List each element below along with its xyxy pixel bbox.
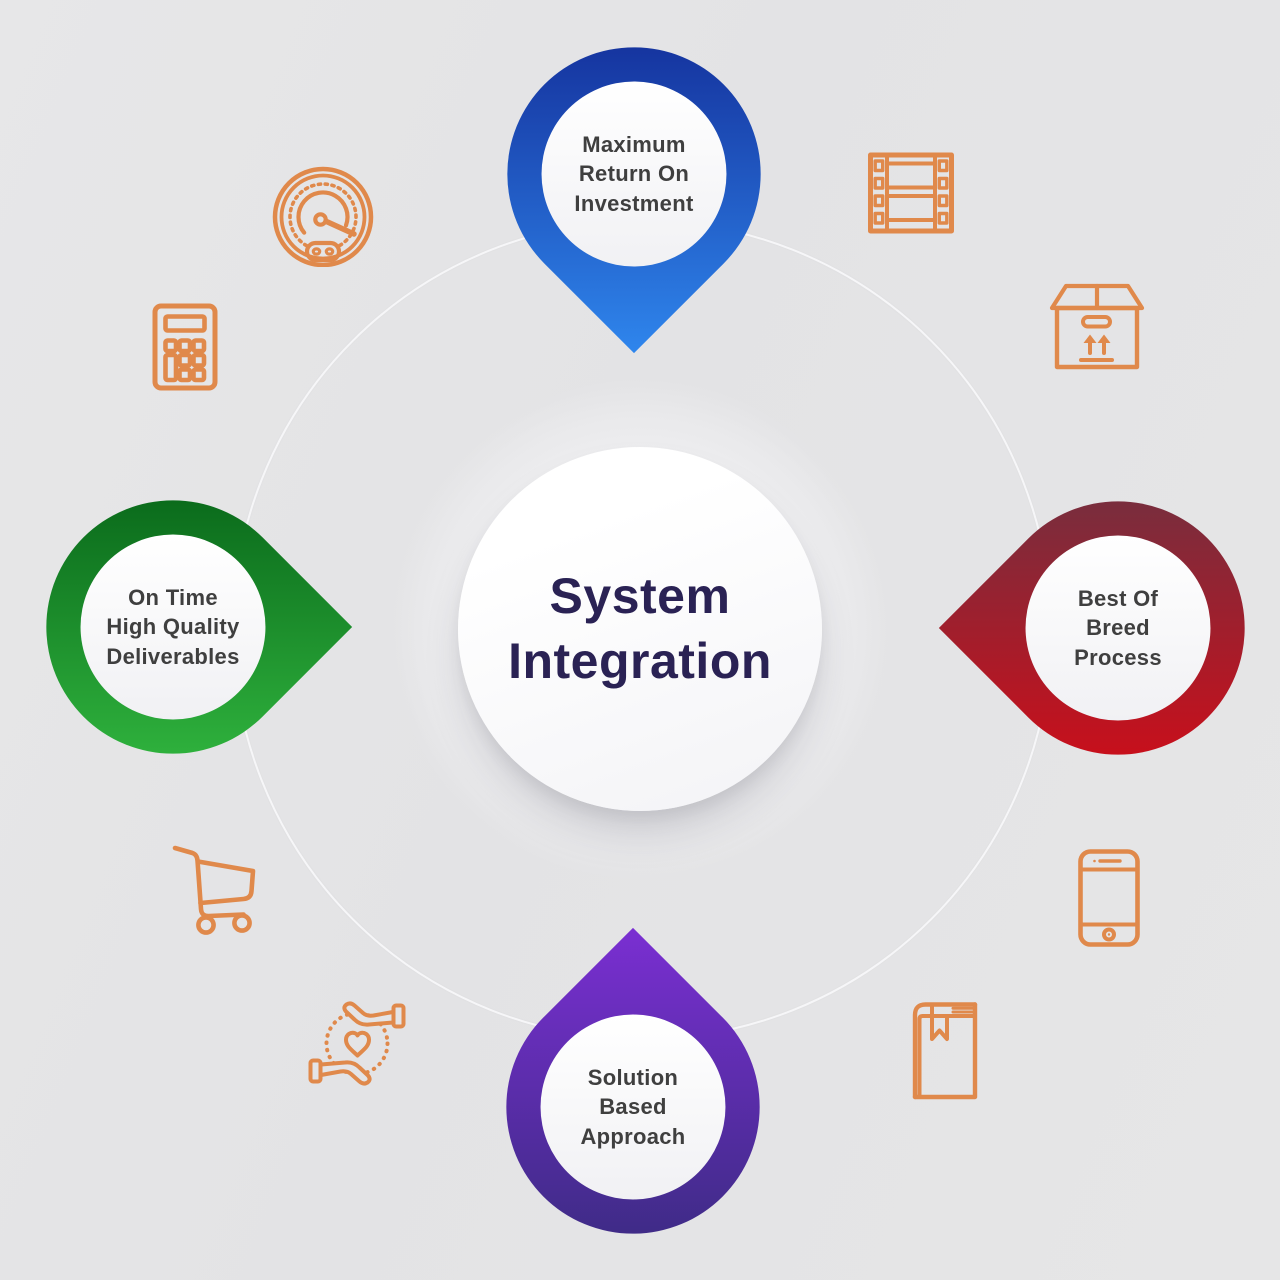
shipping-box-icon <box>1049 283 1145 370</box>
speedometer-outer-ring <box>272 166 374 267</box>
pin-label-left: On Time High Quality Deliverables <box>106 585 240 669</box>
speedometer-needle <box>323 218 357 237</box>
film-strip-icon <box>868 152 954 234</box>
speedometer-odometer <box>304 240 342 263</box>
speedometer-icon <box>272 166 374 267</box>
phone-body <box>1078 849 1140 947</box>
pin-bottom-solution <box>506 927 760 1234</box>
box-body <box>1054 305 1140 370</box>
hand-bottom-left <box>308 1058 372 1086</box>
pin-inner-circle <box>80 534 266 720</box>
calculator-icon <box>152 303 218 391</box>
dotted-circle <box>324 1011 390 1076</box>
pin-right-best-of-breed <box>938 501 1245 755</box>
box-arrowhead <box>1083 334 1097 343</box>
pin-top-roi <box>507 47 761 354</box>
speedometer-dial-arc <box>296 190 350 235</box>
hands-heart-icon <box>308 1001 406 1086</box>
speedometer-needle-pivot <box>313 212 328 227</box>
shopping-cart-icon <box>172 845 256 935</box>
box-arrowhead <box>1097 334 1111 343</box>
pin-label-top: Maximum Return On Investment <box>574 132 694 216</box>
cart-handle <box>172 845 246 919</box>
film-top-frame <box>885 161 937 190</box>
film-frame-outline <box>868 152 954 234</box>
pin-label-bottom: Solution Based Approach <box>580 1065 686 1149</box>
heart <box>344 1030 371 1058</box>
calculator-display <box>163 314 207 333</box>
hand-top-right <box>342 1001 406 1029</box>
film-bottom-frame <box>885 194 937 222</box>
cart-wheel <box>232 913 252 933</box>
book-cover <box>912 1002 978 1100</box>
box-label-slot <box>1081 315 1112 329</box>
phone-home-button <box>1102 927 1116 942</box>
book-bookmark <box>930 1003 949 1041</box>
calculator-body <box>152 303 218 391</box>
calculator-tall-key <box>163 352 179 383</box>
smartphone-icon <box>1078 849 1140 947</box>
book-spine <box>912 1002 978 1100</box>
cart-basket <box>195 859 256 906</box>
pin-label-right: Best Of Breed Process <box>1074 586 1162 670</box>
speedometer-ticks <box>288 182 358 248</box>
pin-left-deliverables <box>46 500 353 754</box>
cart-wheel <box>196 915 216 935</box>
pin-inner-circle <box>541 81 727 267</box>
pin-inner-circle <box>540 1014 726 1200</box>
page-title: System Integration <box>508 568 772 689</box>
center-circle: System Integration <box>458 447 822 811</box>
pin-inner-circle <box>1025 535 1211 721</box>
book-icon <box>912 1002 978 1100</box>
